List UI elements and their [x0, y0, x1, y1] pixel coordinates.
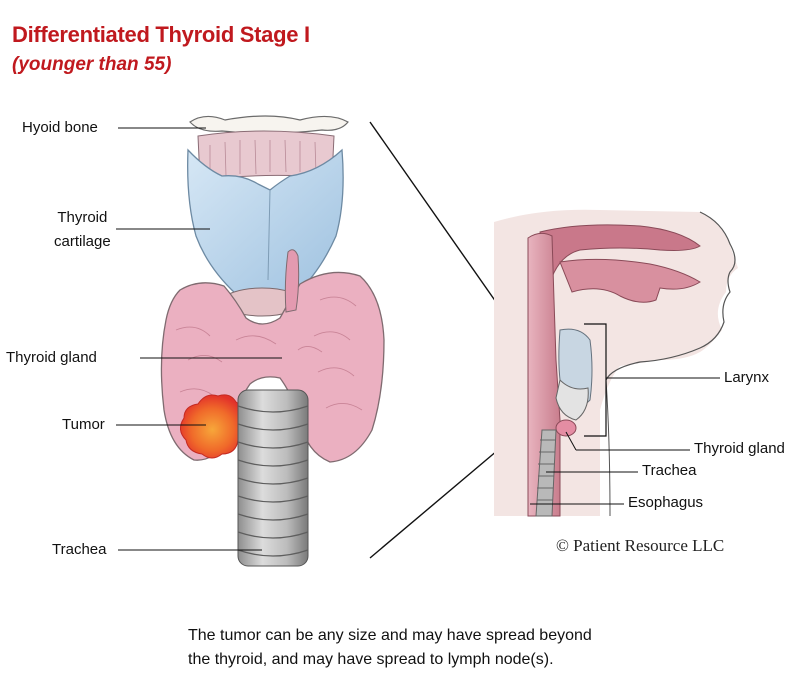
caption: The tumor can be any size and may have s…: [188, 624, 592, 672]
page-subtitle: (younger than 55): [12, 54, 172, 75]
page-title: Differentiated Thyroid Stage I: [12, 22, 310, 47]
copyright-notice: © Patient Resource LLC: [556, 536, 725, 555]
label-trachea-right: Trachea: [642, 462, 697, 479]
label-thyroid-gland-right: Thyroid gland: [694, 440, 785, 457]
sagittal-view: [494, 209, 738, 517]
hyoid-bone: [189, 115, 349, 134]
label-thyroid-gland: Thyroid gland: [6, 349, 97, 366]
label-esophagus: Esophagus: [628, 494, 704, 511]
caption-line-2: the thyroid, and may have spread to lymp…: [188, 651, 554, 668]
thyroid-cartilage-shape: [187, 148, 344, 295]
label-hyoid-bone: Hyoid bone: [22, 119, 98, 136]
label-tumor: Tumor: [62, 416, 105, 433]
small-thyroid-shape: [555, 419, 577, 437]
label-thyroid-cartilage-line1: Thyroid: [57, 209, 108, 226]
label-thyroid-cartilage-line2: cartilage: [54, 233, 111, 250]
pyramidal-lobe: [284, 249, 300, 313]
label-larynx: Larynx: [724, 369, 770, 386]
trachea-rings: [237, 389, 309, 567]
caption-line-1: The tumor can be any size and may have s…: [188, 627, 592, 644]
tumor-shape: [180, 394, 245, 459]
label-trachea: Trachea: [52, 541, 107, 558]
label-thyroid-cartilage: Thyroid cartilage: [54, 206, 111, 254]
